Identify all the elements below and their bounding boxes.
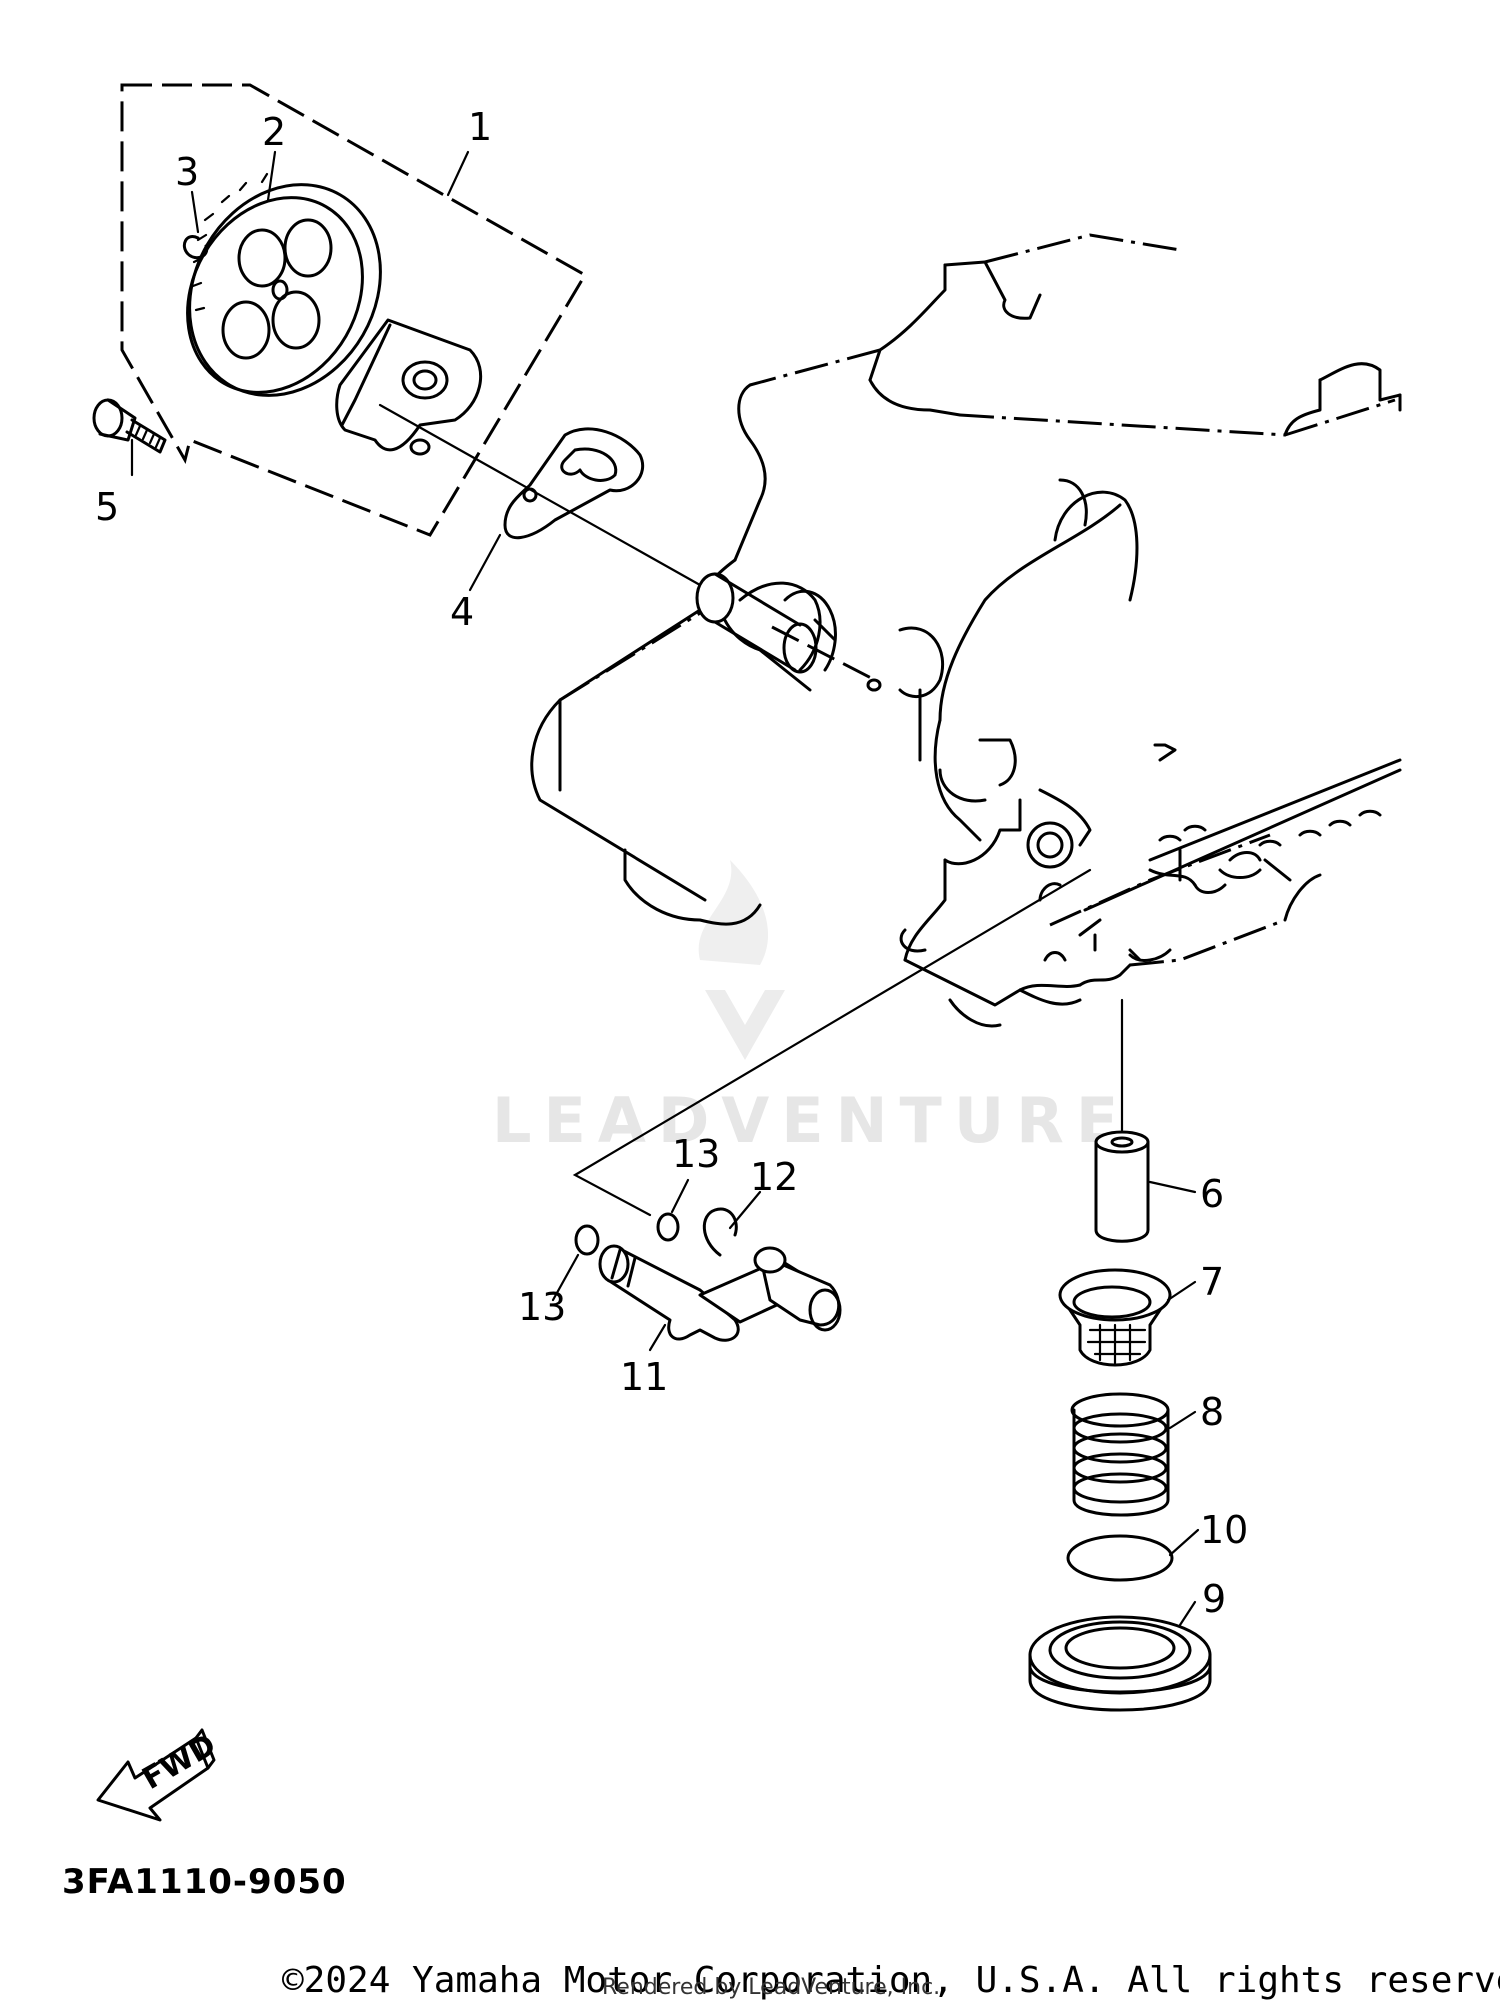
callout-12: 12 [750,1155,798,1199]
gear-part [186,172,382,397]
callout-8: 8 [1200,1390,1224,1434]
gasket-part [503,427,645,540]
circlip-part [182,235,209,260]
leadventure-watermark: LEADVENTURE [492,860,1130,1157]
callout-6: 6 [1200,1172,1224,1216]
watermark-text: LEADVENTURE [492,1084,1130,1157]
callout-3: 3 [175,150,199,194]
clip-part [702,1207,738,1257]
copyright-text: ©2024 Yamaha Motor Corporation, U.S.A. A… [282,1960,1500,2001]
callout-4: 4 [450,590,474,634]
shaft-part [598,1244,842,1342]
o-ring-part [1066,1534,1174,1582]
callout-11: 11 [620,1355,668,1399]
bolt-part [92,398,167,454]
callout-7: 7 [1200,1260,1224,1304]
o-ring-13b-part [574,1224,600,1256]
alignment-line [378,403,702,587]
rendered-by-text: Rendered by LeadVenture, Inc. [602,1975,940,2000]
assembly-1-boundary [120,83,588,537]
callout-9: 9 [1202,1577,1226,1621]
drain-plug-part [1028,1615,1212,1712]
crankcase-boss [695,572,882,692]
pipe-part [1094,1130,1150,1243]
callout-2: 2 [262,110,286,154]
callout-13-left: 13 [518,1285,566,1329]
diagram-part-code: 3FA1110-9050 [62,1862,347,1902]
o-ring-13a-part [656,1212,680,1242]
connector-line-11 [572,868,1092,1217]
callout-5: 5 [95,485,119,529]
callout-10: 10 [1200,1508,1248,1552]
callout-1: 1 [468,105,492,149]
crankcase-outline [530,233,1402,1028]
fwd-arrow-icon: FWD [96,1727,222,1822]
strainer-part [1058,1268,1172,1367]
pump-body-part [335,318,483,456]
callout-13-top: 13 [672,1132,720,1176]
alignment-dashed-line [771,625,876,682]
callout-leader-lines [130,150,1200,1627]
spring-part [1070,1392,1170,1517]
